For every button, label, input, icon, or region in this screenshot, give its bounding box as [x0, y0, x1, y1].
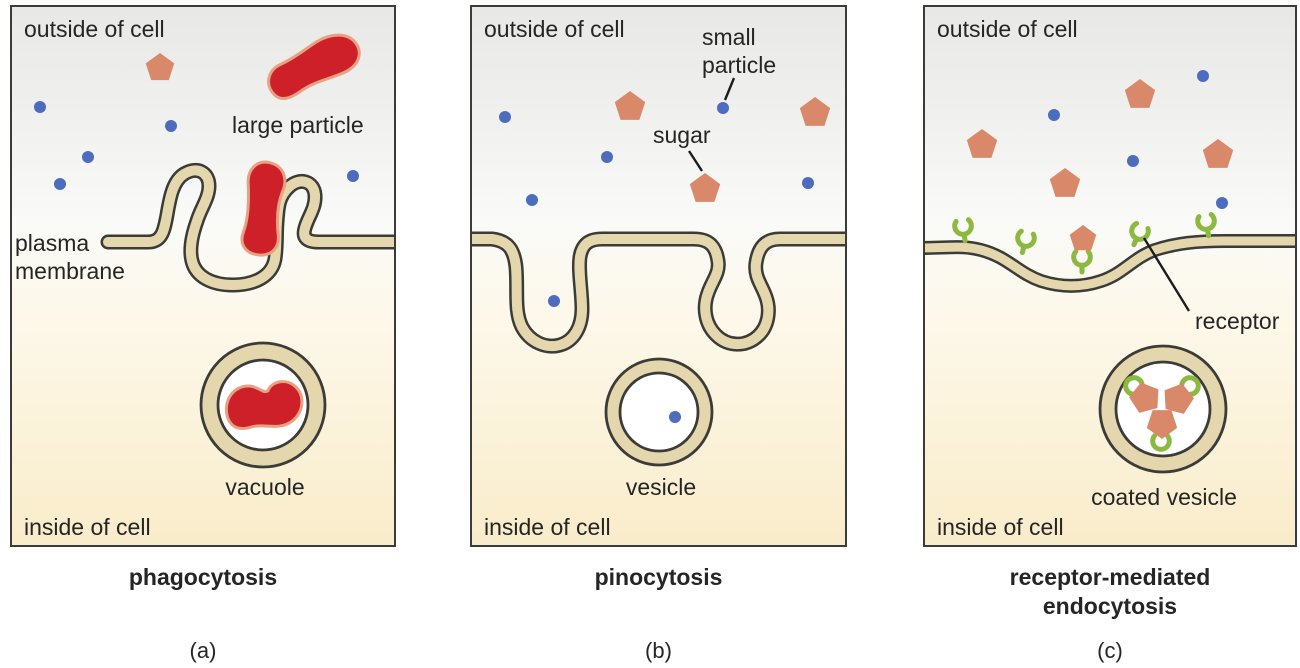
- vacuole: [199, 341, 327, 469]
- outside-of-cell-label: outside of cell: [937, 16, 1078, 42]
- panel-phagocytosis: outside of cell plasma membrane large pa…: [10, 5, 396, 547]
- outside-of-cell-label: outside of cell: [24, 16, 165, 42]
- vesicle-label: vesicle: [625, 474, 697, 500]
- small-particle-label: small particle: [702, 24, 777, 78]
- plasma-membrane-band: [472, 231, 845, 354]
- large-particle-label: large particle: [232, 112, 364, 138]
- inside-of-cell-label: inside of cell: [937, 514, 1064, 540]
- phagocytosis-diagram: [34, 33, 394, 469]
- sugar-callout-line: [687, 150, 704, 172]
- outside-of-cell-label: outside of cell: [484, 16, 625, 42]
- receptor-endocytosis-diagram: [925, 70, 1295, 474]
- caption-receptor-mediated-endocytosis: receptor-mediated endocytosis: [923, 563, 1297, 621]
- small-particle-dots: [34, 101, 359, 190]
- plasma-membrane-label: plasma membrane: [15, 230, 125, 284]
- coated-vesicle: [1098, 344, 1228, 474]
- small-particle-dots: [499, 102, 814, 307]
- receptor-callout-line: [1142, 237, 1191, 312]
- inside-of-cell-label: inside of cell: [484, 514, 611, 540]
- plasma-membrane-band: [100, 163, 394, 293]
- index-a: (a): [189, 638, 217, 663]
- sugar-pentagons: [966, 79, 1234, 197]
- index-b: (b): [645, 638, 672, 663]
- caption-phagocytosis: phagocytosis: [128, 564, 278, 590]
- small-particle-callout-line: [723, 77, 736, 101]
- receptor-label: receptor: [1195, 308, 1280, 334]
- caption-text: receptor-mediated endocytosis: [1009, 564, 1211, 619]
- inside-of-cell-label: inside of cell: [24, 514, 151, 540]
- small-particle-dots: [1048, 70, 1228, 209]
- vesicle: [604, 357, 714, 467]
- panel-pinocytosis: outside of cell small particle sugar ves…: [470, 5, 847, 547]
- caption-pinocytosis: pinocytosis: [594, 564, 723, 590]
- sugar-label: sugar: [653, 122, 711, 148]
- panel-receptor-mediated-endocytosis: outside of cell receptor coated vesicle …: [923, 5, 1297, 547]
- pinocytosis-diagram: [472, 77, 845, 467]
- coated-vesicle-label: coated vesicle: [1091, 484, 1237, 510]
- receptor-icons: [952, 212, 1217, 275]
- engulfed-particle: [240, 160, 287, 257]
- vacuole-label: vacuole: [225, 474, 305, 500]
- sugar-pentagons: [614, 91, 831, 202]
- bound-sugar-pentagon: [1069, 225, 1097, 251]
- index-c: (c): [1097, 638, 1123, 663]
- plasma-membrane-band: [925, 234, 1295, 293]
- sugar-pentagon: [145, 53, 175, 81]
- large-particle: [267, 33, 361, 101]
